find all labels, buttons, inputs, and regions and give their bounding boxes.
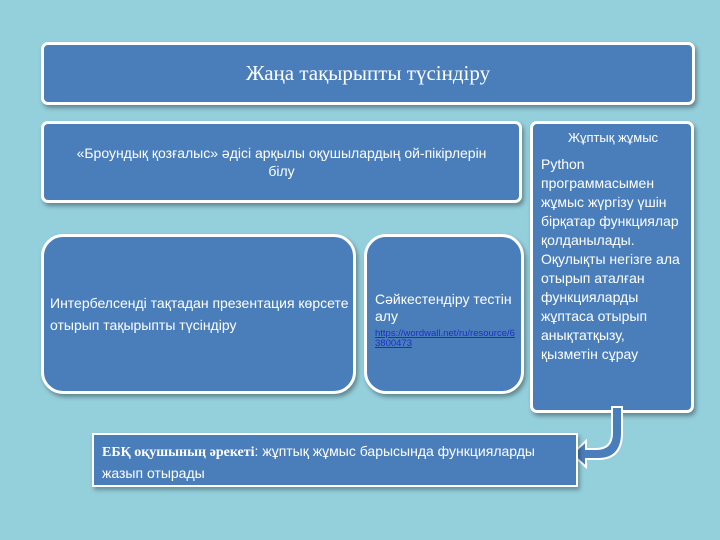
whiteboard-text: Интербелсенді тақтадан презентация көрсе… [50,295,349,333]
method-box: «Броундық қозғалыс» әдісі арқылы оқушыла… [41,121,522,203]
diagram-title: Жаңа тақырыпты түсіндіру [245,61,491,85]
test-box: Сәйкестендіру тестін алу https://wordwal… [364,234,524,394]
learner-action-label: ЕБҚ оқушының әрекеті [102,445,255,460]
pair-work-box: Жұптық жұмыс Python программасымен жұмыс… [530,121,694,413]
learner-action-box: ЕБҚ оқушының әрекеті: жұптық жұмыс барыс… [92,433,578,487]
learner-action-text: : жұптық жұмыс барысында функцияларды жа… [102,443,535,481]
test-link[interactable]: https://wordwall.net/ru/resource/6380047… [375,328,515,349]
method-text: «Броундық қозғалыс» әдісі арқылы оқушыла… [76,145,487,179]
connector-arrow [570,406,623,470]
test-label: Сәйкестендіру тестін алу [375,291,512,324]
pair-work-title: Жұптық жұмыс [567,130,659,145]
title-box: Жаңа тақырыпты түсіндіру [41,42,695,105]
whiteboard-box: Интербелсенді тақтадан презентация көрсе… [41,234,356,394]
pair-work-text: Python программасымен жұмыс жүргізу үшін… [541,156,680,362]
